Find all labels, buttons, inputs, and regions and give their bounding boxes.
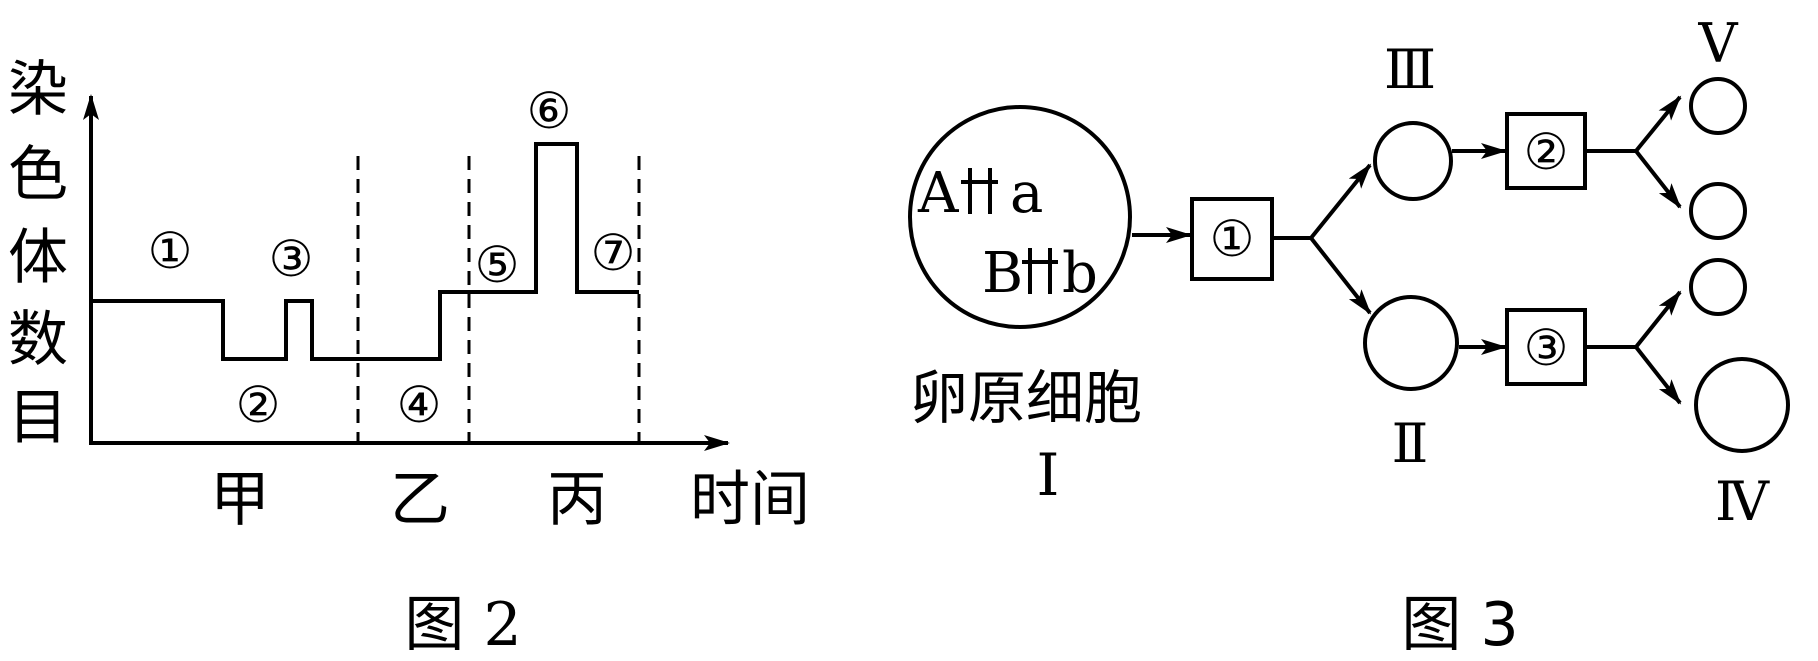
y-label-char: 染 [8, 55, 68, 125]
x-axis-label: 时间 [690, 465, 810, 535]
figure-3-diagram: A a B b 卵原细胞 Ⅰ ① Ⅲ Ⅱ ② [908, 12, 1790, 660]
cell-III [1373, 121, 1453, 201]
y-axis-label: 染 色 体 数 目 [8, 55, 68, 453]
arrow-to-V [1634, 95, 1682, 153]
allele-b: b [1062, 241, 1098, 306]
allele-a: a [1010, 161, 1043, 226]
y-label-char: 体 [8, 223, 68, 293]
figure-2-chart: 染 色 体 数 目 ① ② ③ ④ ⑤ ⑥ ⑦ 甲 乙 丙 时间 图 2 [8, 55, 810, 660]
arrow-to-polar-body-2 [1634, 290, 1682, 349]
stage-marker-3: ③ [269, 230, 314, 288]
phase-label-bing: 丙 [547, 465, 607, 535]
stage-marker-4: ④ [397, 376, 442, 434]
roman-III: Ⅲ [1384, 38, 1436, 101]
stage-marker-5: ⑤ [475, 236, 520, 294]
cell-II [1363, 295, 1459, 391]
genotype-Bb: B b [982, 241, 1098, 306]
roman-IV: Ⅳ [1715, 470, 1770, 533]
y-label-char: 数 [8, 305, 68, 375]
arrow-to-IV [1634, 345, 1682, 405]
arrow-to-III [1309, 163, 1372, 240]
process-box-1 [1190, 197, 1274, 281]
figure-3-caption: 图 3 [1401, 590, 1518, 660]
arrow-to-II [1309, 236, 1372, 315]
allele-A: A [917, 161, 959, 226]
process-box-3 [1505, 308, 1587, 386]
cell-IV [1694, 357, 1790, 453]
genotype-Aa: A a [917, 161, 1043, 226]
process-label-3: ③ [1524, 319, 1569, 377]
polar-body-2 [1689, 258, 1747, 316]
arrow-to-polar-body-1 [1634, 149, 1682, 209]
cell-name-label: 卵原细胞 [910, 364, 1142, 432]
process-box-2 [1505, 112, 1587, 190]
polar-body-1 [1689, 182, 1747, 240]
process-label-1: ① [1210, 210, 1255, 268]
y-label-char: 目 [8, 383, 68, 453]
oogonium-cell [908, 105, 1132, 329]
cell-V [1689, 77, 1747, 135]
phase-label-yi: 乙 [390, 465, 450, 535]
roman-I: Ⅰ [1037, 441, 1060, 509]
roman-II: Ⅱ [1392, 412, 1429, 475]
stage-marker-1: ① [148, 222, 193, 280]
chromosome-step-line [91, 142, 639, 361]
y-label-char: 色 [8, 140, 68, 210]
step-line-path [91, 142, 639, 361]
roman-V: Ⅴ [1698, 12, 1739, 75]
figure-2-caption: 图 2 [404, 590, 521, 660]
phase-label-jia: 甲 [210, 465, 270, 535]
stage-marker-7: ⑦ [591, 224, 636, 282]
allele-B: B [982, 241, 1023, 306]
stage-marker-6: ⑥ [527, 82, 572, 140]
process-label-2: ② [1524, 123, 1569, 181]
stage-marker-2: ② [236, 376, 281, 434]
